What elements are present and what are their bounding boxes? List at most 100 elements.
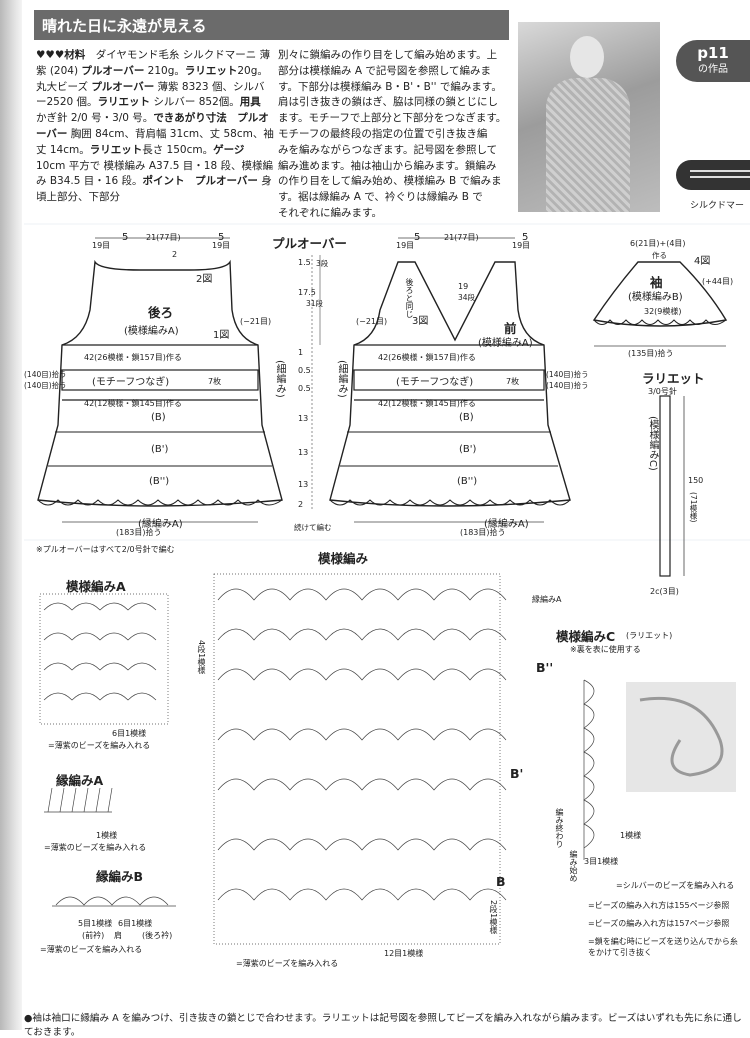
intro-text-segment: 肩幅 31cm、丈 58cm、袖丈 14cm。 [36, 127, 274, 156]
front-name: 前 [504, 321, 517, 336]
chart-b-rep: 12目1模様 [384, 949, 424, 958]
footer-note: ●袖は袖口に縁編み A を編みつけ、引き抜きの鎖とじで合わせます。ラリエットは記… [24, 1013, 742, 1038]
article-title: 晴れた日に永遠が見える [42, 17, 207, 35]
edge-b-title: 縁編みB [96, 869, 144, 884]
sleeve-pick: (135目)拾う [628, 349, 674, 358]
row-count: 31段 [306, 299, 324, 308]
section-b2-label: B'' [536, 660, 554, 675]
continue-note: 続けて編む [294, 523, 332, 532]
sleeve-bottom: 32(9模様) [644, 307, 682, 316]
front-hem-pick: (183目)拾う [460, 528, 506, 537]
page-number: p11 [697, 44, 729, 62]
instruction-line: す。下部分は模様編み B・B'・B'' で編みます。 [278, 80, 502, 93]
model-head-shape [570, 36, 604, 78]
stripe-line [690, 176, 750, 178]
back-scallop-hem [37, 499, 283, 506]
edge-b-front: (前衿) [82, 931, 105, 940]
front-side-note: 後ろと同じ [405, 278, 414, 318]
instruction-line: それぞれに編みます。 [278, 206, 382, 219]
row-measure: 13 [298, 414, 309, 423]
front-hem: (縁編みA) [484, 519, 529, 530]
instruction-line: す。裾は縁編み A で、衿ぐりは縁編み B で [278, 191, 483, 204]
intro-text-segment: 20g。丸大ビーズ [36, 64, 268, 93]
main-edge-a-label: 縁編みA [532, 595, 562, 604]
intro-bold-segment: できあがり寸法 プルオーバー [36, 112, 269, 140]
front-neck-measure: 21(77目) [444, 233, 479, 242]
intro-text-segment: かぎ針 2/0 号・3/0 号。 [36, 96, 272, 125]
edge-b-rep2: 6目1模様 [118, 919, 153, 928]
intro-bold-segment: プルオーバー [81, 64, 145, 77]
chart-c-stitches [583, 679, 595, 860]
edge-a-rep: 1模様 [96, 831, 118, 840]
article-header: 晴れた日に永遠が見える [34, 10, 509, 40]
chart-edge-b-stitches [52, 896, 176, 907]
chart-c-sub: (ラリエット) [626, 631, 673, 640]
lariat-photo-shape [639, 696, 724, 777]
model-photo [518, 22, 660, 212]
chart-c-title: 模様編みC [556, 629, 616, 644]
intro-text-segment: 210g。 [144, 64, 185, 77]
lariat-needle: 3/0号針 [648, 387, 677, 396]
instruction-line: 肩は引き抜きの鎖はぎ、脇は同様の鎖とじにし [278, 96, 498, 109]
sleeve-inc: (+44目) [702, 277, 734, 286]
front-shoulder-stitches: 19目 [396, 241, 415, 250]
legend-2: =ビーズの編み入れ方は157ページ参照 [588, 919, 730, 928]
front-row-measure: 19 [458, 282, 469, 291]
intro-bold-segment: ラリエット [97, 96, 151, 109]
back-motif-rows: 7枚 [208, 377, 222, 386]
model-garment-shape [546, 78, 630, 212]
back-upper-chain: 42(26模様・鎖157目)作る [84, 353, 182, 362]
intro-text-segment: 身頃上部分、下部分 [36, 175, 272, 204]
back-neck-dec: 2 [172, 250, 178, 259]
front-motif-rows: 7枚 [506, 377, 520, 386]
edge-a-title: 縁編みA [56, 773, 104, 788]
section-b-label: B [496, 874, 506, 889]
back-pattern: (模様編みA) [124, 326, 179, 337]
row-measure: 13 [298, 480, 309, 489]
lariat-width: 2c(3目) [650, 587, 679, 596]
lariat-length-sub: (71模様) [689, 492, 698, 523]
chart-c-end: 編み終わり [555, 808, 564, 848]
back-fig2: 2図 [196, 274, 213, 285]
front-fig3: 3図 [412, 316, 429, 327]
back-pick-upper: (140目)拾う [24, 370, 67, 379]
instruction-line: の作り目をして編み始め、模様編み B で編みま [278, 175, 502, 188]
chart-b-note: =薄紫のビーズを編み入れる [236, 959, 339, 968]
chart-a-note: =薄紫のビーズを編み入れる [48, 741, 151, 750]
back-section-b1: (B') [151, 444, 169, 455]
front-pick-upper: (140目)拾う [546, 370, 589, 379]
row-measure: 1.5 [298, 258, 311, 267]
back-edge: (細編み) [274, 360, 285, 398]
page-tab: p11 の作品 [676, 40, 750, 82]
row-measure: 17.5 [298, 288, 316, 297]
instruction-line: モチーフの最終段の指定の位置で引き抜き編 [278, 127, 488, 140]
back-lower-chain: 42(12模様・鎖145目)作る [84, 399, 182, 408]
row-measure: 0.5 [298, 366, 311, 375]
front-section-b: (B) [459, 412, 474, 423]
back-dec: (−21目) [240, 317, 272, 326]
grid-lines [24, 223, 750, 541]
lariat-length: 150 [688, 476, 704, 485]
lariat-outline [659, 395, 671, 577]
front-row-count: 34段 [458, 293, 476, 302]
back-section-b2: (B'') [149, 476, 170, 487]
sleeve-outline [592, 261, 728, 327]
intro-text-segment: 長さ 150cm。 [142, 143, 214, 156]
sleeve-top-measure: 6(21目)+(4目) [630, 239, 686, 248]
edge-b-note: =薄紫のビーズを編み入れる [40, 945, 143, 954]
edge-b-shoulder: 肩 [114, 931, 122, 940]
chart-edge-a-stitches [44, 787, 113, 813]
chart-c-start: 編み始め [569, 850, 578, 882]
intro-bold-segment: ラリエット [184, 64, 238, 77]
intro-bold-segment: ポイント プルオーバー [142, 175, 258, 188]
back-shoulder-measure: 5 [122, 232, 129, 243]
intro-bold-segment: ♥♥♥材料 [36, 49, 86, 61]
row-measure: 1 [298, 348, 304, 357]
diagram-note: ※プルオーバーはすべて2/0号針で編む [36, 545, 175, 554]
book-spine-shadow [0, 0, 22, 1030]
front-shoulder-measure-r: 5 [522, 232, 529, 243]
instruction-line: みを編みながらつなぎます。記号図を参照して [278, 143, 498, 156]
intro-bold-segment: ゲージ [213, 143, 245, 156]
diagram-title: プルオーバー [272, 236, 347, 251]
